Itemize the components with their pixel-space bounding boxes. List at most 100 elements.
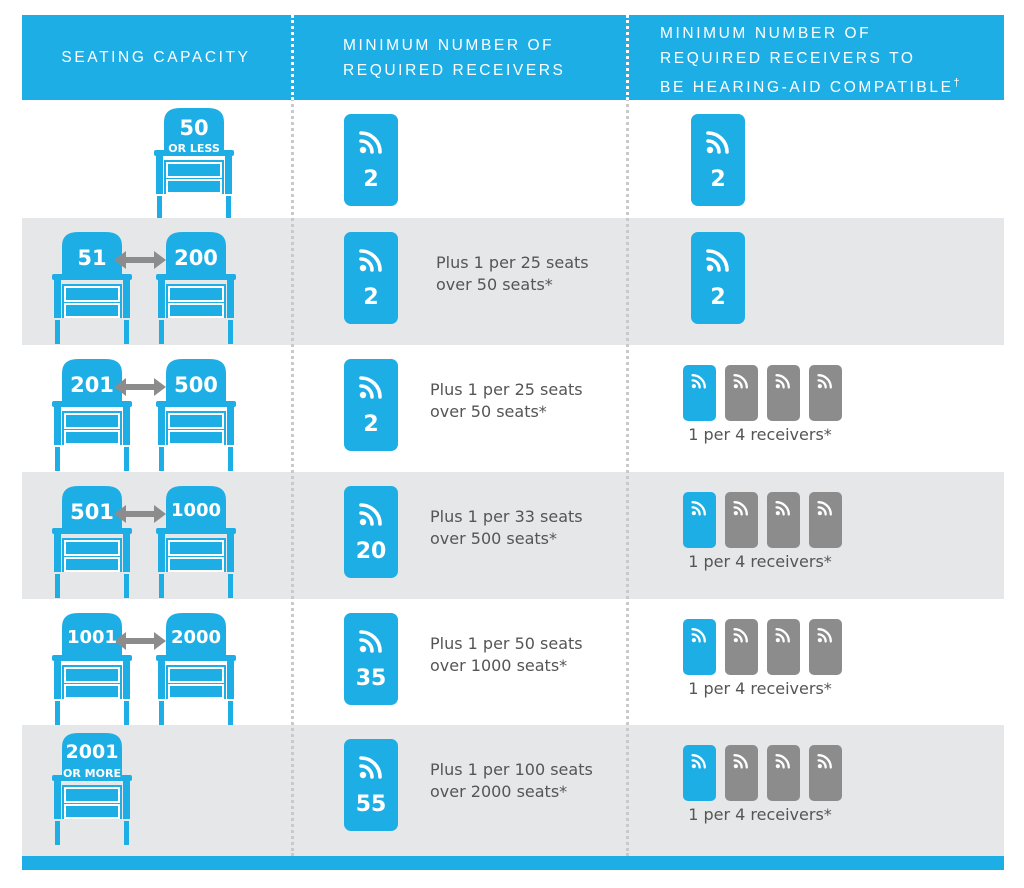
- header-seating-capacity: SEATING CAPACITY: [61, 49, 251, 66]
- min-receivers-value: 2: [363, 285, 379, 310]
- hac-receiver-badge: 2: [691, 232, 745, 324]
- min-receivers-value: 55: [355, 792, 387, 817]
- additional-receivers-note: Plus 1 per 33 seats over 500 seats*: [430, 506, 583, 550]
- wifi-signal-icon: [359, 503, 382, 526]
- hac-receiver-icon: [683, 492, 716, 548]
- standard-receiver-icon: [767, 492, 800, 548]
- min-receivers-value: 35: [355, 666, 387, 691]
- capacity-value: 2001: [65, 741, 119, 763]
- header-min-receivers: MINIMUM NUMBER OF REQUIRED RECEIVERS: [343, 33, 613, 83]
- theater-chair-icon: [156, 486, 236, 598]
- min-receivers-value: 2: [363, 412, 379, 437]
- hac-receiver-icon: [683, 365, 716, 421]
- capacity-qualifier: OR MORE: [63, 767, 121, 780]
- receiver-badge: 55: [344, 739, 398, 831]
- dagger-mark: †: [953, 77, 960, 89]
- wifi-signal-icon: [691, 501, 706, 516]
- table-header: [22, 15, 1004, 100]
- hac-ratio-note: 1 per 4 receivers*: [688, 805, 832, 824]
- capacity-min-value: 501: [70, 500, 114, 524]
- header-column-divider: [626, 15, 629, 100]
- header-min-receivers-line2: REQUIRED RECEIVERS: [343, 62, 566, 79]
- wifi-signal-icon: [706, 249, 729, 272]
- column-divider: [291, 15, 294, 856]
- wifi-signal-icon: [775, 501, 790, 516]
- min-receivers-value: 2: [363, 167, 379, 192]
- receiver-badge: 20: [344, 486, 398, 578]
- standard-receiver-icon: [767, 365, 800, 421]
- standard-receiver-icon: [725, 745, 758, 801]
- wifi-signal-icon: [817, 754, 832, 769]
- min-receivers-value: 20: [355, 539, 387, 564]
- receiver-badge: 2: [344, 232, 398, 324]
- hac-receiver-icon: [683, 745, 716, 801]
- wifi-signal-icon: [733, 374, 748, 389]
- hac-receiver-badge: 2: [691, 114, 745, 206]
- double-arrow-icon: [114, 251, 166, 269]
- note-line-1: Plus 1 per 25 seats: [436, 253, 589, 272]
- standard-receiver-icon: [809, 619, 842, 675]
- double-arrow-icon: [114, 632, 166, 650]
- note-line-2: over 50 seats*: [436, 275, 553, 294]
- capacity-value: 50: [179, 116, 209, 140]
- header-column-divider: [291, 15, 294, 100]
- wifi-signal-icon: [691, 628, 706, 643]
- theater-chair-icon: [156, 613, 236, 725]
- standard-receiver-icon: [725, 492, 758, 548]
- double-arrow-icon: [114, 378, 166, 396]
- hac-receivers-value: 2: [710, 285, 726, 310]
- capacity-max-value: 200: [174, 246, 218, 270]
- standard-receiver-icon: [725, 619, 758, 675]
- header-hearing-aid-line1: MINIMUM NUMBER OF: [660, 25, 872, 42]
- note-line-2: over 500 seats*: [430, 529, 557, 548]
- wifi-signal-icon: [775, 628, 790, 643]
- wifi-signal-icon: [691, 374, 706, 389]
- note-line-2: over 50 seats*: [430, 402, 547, 421]
- receiver-badge: 2: [344, 359, 398, 451]
- standard-receiver-icon: [767, 745, 800, 801]
- wifi-signal-icon: [775, 374, 790, 389]
- wifi-signal-icon: [817, 374, 832, 389]
- wifi-signal-icon: [733, 754, 748, 769]
- hac-ratio-note: 1 per 4 receivers*: [688, 679, 832, 698]
- additional-receivers-note: Plus 1 per 50 seats over 1000 seats*: [430, 633, 583, 677]
- wifi-signal-icon: [359, 756, 382, 779]
- theater-chair-icon: [52, 232, 132, 344]
- capacity-max-value: 1000: [170, 500, 222, 521]
- capacity-max-value: 500: [174, 373, 218, 397]
- column-divider: [626, 15, 629, 856]
- theater-chair-icon: [154, 108, 234, 220]
- standard-receiver-icon: [809, 745, 842, 801]
- capacity-min-value: 51: [77, 246, 107, 270]
- wifi-signal-icon: [706, 131, 729, 154]
- capacity-min-value: 201: [70, 373, 114, 397]
- standard-receiver-icon: [725, 365, 758, 421]
- header-hearing-aid: MINIMUM NUMBER OF REQUIRED RECEIVERS TO …: [660, 21, 1000, 100]
- theater-chair-icon: [52, 733, 132, 845]
- standard-receiver-icon: [809, 492, 842, 548]
- additional-receivers-note: Plus 1 per 25 seats over 50 seats*: [436, 252, 589, 296]
- theater-chair-icon: [156, 359, 236, 471]
- hac-receiver-icon: [683, 619, 716, 675]
- wifi-signal-icon: [817, 628, 832, 643]
- wifi-signal-icon: [359, 131, 382, 154]
- note-line-1: Plus 1 per 33 seats: [430, 507, 583, 526]
- capacity-qualifier: OR LESS: [168, 142, 220, 155]
- note-line-1: Plus 1 per 50 seats: [430, 634, 583, 653]
- note-line-2: over 2000 seats*: [430, 782, 568, 801]
- standard-receiver-icon: [809, 365, 842, 421]
- theater-chair-icon: [52, 486, 132, 598]
- hac-receivers-value: 2: [710, 167, 726, 192]
- standard-receiver-icon: [767, 619, 800, 675]
- wifi-signal-icon: [817, 501, 832, 516]
- header-min-receivers-line1: MINIMUM NUMBER OF: [343, 37, 555, 54]
- note-line-2: over 1000 seats*: [430, 656, 568, 675]
- header-hearing-aid-line3-text: BE HEARING-AID COMPATIBLE: [660, 79, 954, 97]
- wifi-signal-icon: [733, 501, 748, 516]
- receiver-badge: 2: [344, 114, 398, 206]
- capacity-max-value: 2000: [170, 627, 222, 648]
- capacity-min-value: 1001: [66, 627, 118, 648]
